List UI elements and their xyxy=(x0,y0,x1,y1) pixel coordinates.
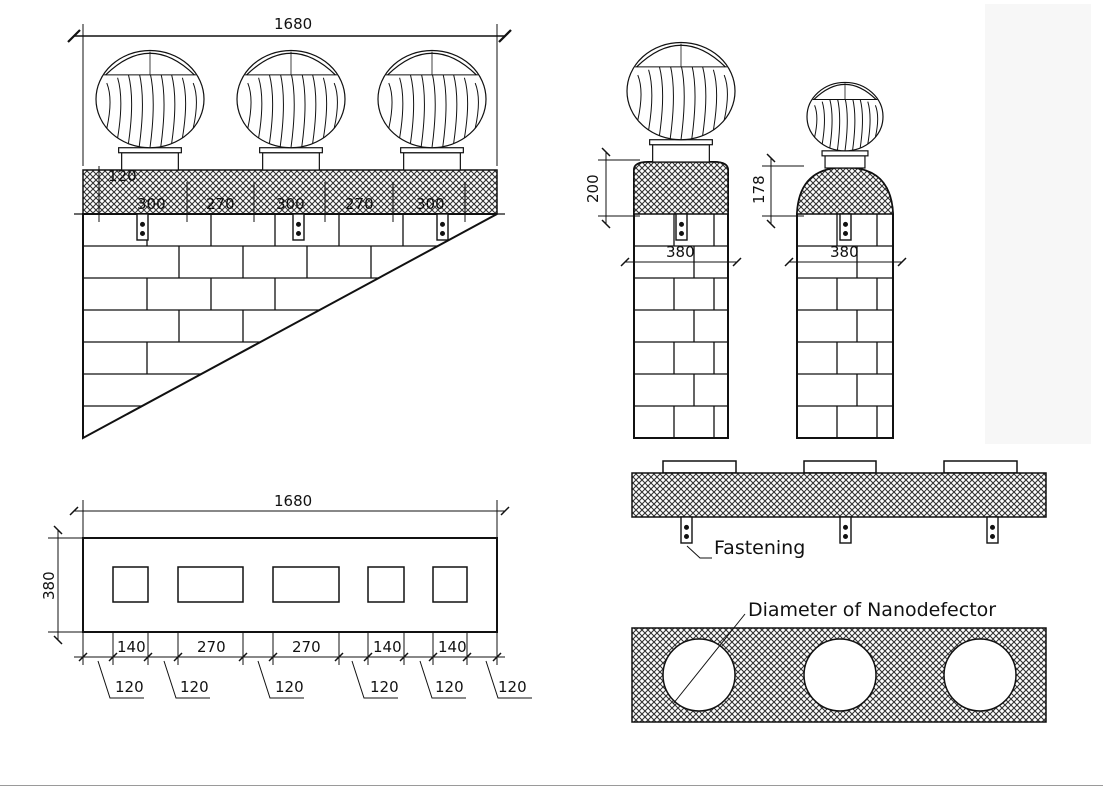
plan-width-label: 1680 xyxy=(274,492,312,510)
gap-label: 120 xyxy=(115,678,144,696)
opening xyxy=(177,566,244,603)
opening xyxy=(272,566,340,603)
plan-view xyxy=(48,500,510,658)
bracket-group xyxy=(136,213,449,241)
turbine-base xyxy=(662,460,737,474)
span-label: 270 xyxy=(345,195,374,213)
span-label: 300 xyxy=(276,195,305,213)
section-a xyxy=(598,147,742,439)
opening xyxy=(112,566,149,603)
turbine-ventilator xyxy=(95,49,205,171)
opening-width-label: 270 xyxy=(292,638,321,656)
section-b-height-label: 178 xyxy=(750,175,768,204)
span-label: 270 xyxy=(206,195,235,213)
cap-side-view xyxy=(631,460,1047,518)
gap-label: 120 xyxy=(180,678,209,696)
fastening-bracket xyxy=(839,213,852,241)
section-b-width-label: 380 xyxy=(830,243,859,261)
cap-height-label: 120 xyxy=(108,167,137,185)
bracket-group xyxy=(675,213,852,241)
gap-label: 120 xyxy=(275,678,304,696)
cap-slab xyxy=(631,472,1047,518)
fastening-label: Fastening xyxy=(714,537,805,559)
turbine-ventilator xyxy=(806,81,884,169)
brick-wall xyxy=(82,213,498,440)
turbine-ventilator xyxy=(626,41,736,163)
opening-width-label: 140 xyxy=(438,638,467,656)
fastening-bracket xyxy=(986,516,999,544)
fastening-bracket xyxy=(436,213,449,241)
opening-width-label: 140 xyxy=(373,638,402,656)
turbine-group xyxy=(626,41,884,169)
fastening-bracket xyxy=(136,213,149,241)
bottom-divider xyxy=(0,785,1103,786)
turbine-ventilator xyxy=(236,49,346,171)
brick-courses xyxy=(634,214,728,438)
turbine-base xyxy=(943,460,1018,474)
cap-top-view xyxy=(631,627,1047,723)
fastening-bracket xyxy=(680,516,693,544)
opening xyxy=(432,566,468,603)
turbine-group xyxy=(95,49,487,171)
opening-width-label: 140 xyxy=(117,638,146,656)
fastening-bracket xyxy=(675,213,688,241)
brick-courses xyxy=(797,214,893,438)
fastening-callout xyxy=(686,545,712,559)
span-label: 300 xyxy=(137,195,166,213)
opening xyxy=(367,566,405,603)
brick-courses xyxy=(83,214,438,407)
opening-width-label: 270 xyxy=(197,638,226,656)
section-a-width-label: 380 xyxy=(666,243,695,261)
gap-label: 120 xyxy=(498,678,527,696)
gap-label: 120 xyxy=(435,678,464,696)
diameter-label: Diameter of Nanodefector xyxy=(748,599,996,621)
background-panel xyxy=(985,4,1091,444)
turbine-opening xyxy=(662,638,736,712)
turbine-opening xyxy=(803,638,877,712)
turbine-ventilator xyxy=(377,49,487,171)
turbine-base xyxy=(803,460,877,474)
overall-width-label: 1680 xyxy=(274,15,312,33)
section-b xyxy=(762,153,907,439)
fastening-bracket xyxy=(839,516,852,544)
fastening-bracket xyxy=(292,213,305,241)
diameter-callout xyxy=(672,613,746,705)
gap-label: 120 xyxy=(370,678,399,696)
plan-dimension-chain xyxy=(78,632,532,699)
bracket-group xyxy=(680,516,999,544)
front-elevation xyxy=(67,24,512,440)
section-a-height-label: 200 xyxy=(584,174,602,203)
span-label: 300 xyxy=(416,195,445,213)
plan-depth-label: 380 xyxy=(40,571,58,600)
turbine-opening xyxy=(943,638,1017,712)
